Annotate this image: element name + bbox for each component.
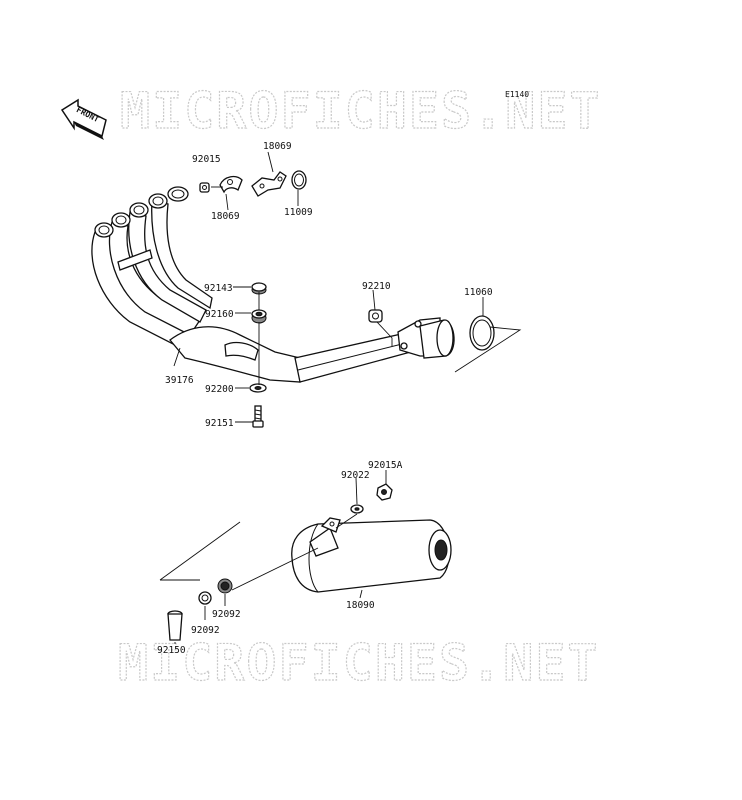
part-92150-bolt	[167, 610, 183, 641]
label-11060: 11060	[464, 287, 493, 298]
part-92160-damper	[251, 309, 267, 324]
label-92022: 92022	[341, 470, 370, 481]
part-18069-bracket-b	[251, 171, 287, 197]
front-arrow-icon: FRONT	[60, 98, 107, 140]
part-92015A-nut	[376, 483, 393, 501]
part-11009-gasket	[291, 170, 307, 190]
part-18069-bracket-a	[219, 175, 243, 194]
part-92015-nut	[199, 182, 210, 193]
watermark-top: MICROFICHES.NET	[120, 82, 602, 140]
label-92200: 92200	[205, 384, 234, 395]
label-11009: 11009	[284, 207, 313, 218]
part-11060-gasket	[469, 315, 495, 351]
label-92092-a: 92092	[212, 609, 241, 620]
label-92160: 92160	[205, 309, 234, 320]
part-92092-collar-a	[198, 591, 212, 605]
label-92143: 92143	[204, 283, 233, 294]
label-39176: 39176	[165, 375, 194, 386]
leader-lines	[159, 151, 522, 644]
part-92143-collar	[251, 282, 267, 295]
label-18069-bottom: 18069	[211, 211, 240, 222]
part-92151-bolt	[252, 405, 264, 428]
muffler-assembly	[291, 517, 452, 593]
exhaust-header-pipes	[91, 186, 455, 383]
part-92092-damper-b	[217, 578, 233, 594]
label-92150: 92150	[157, 645, 186, 656]
watermark-bottom: MICROFICHES.NET	[118, 634, 600, 692]
label-18069-top: 18069	[263, 141, 292, 152]
diagram-code: E1140	[505, 90, 529, 99]
part-92210-nut	[368, 309, 383, 323]
part-92200-washer	[249, 383, 267, 393]
label-92015A: 92015A	[368, 460, 403, 471]
label-92210: 92210	[362, 281, 391, 292]
part-92022-washer	[350, 504, 364, 514]
label-92092-b: 92092	[191, 625, 220, 636]
label-92015: 92015	[192, 154, 221, 165]
label-18090: 18090	[346, 600, 375, 611]
label-92151: 92151	[205, 418, 234, 429]
